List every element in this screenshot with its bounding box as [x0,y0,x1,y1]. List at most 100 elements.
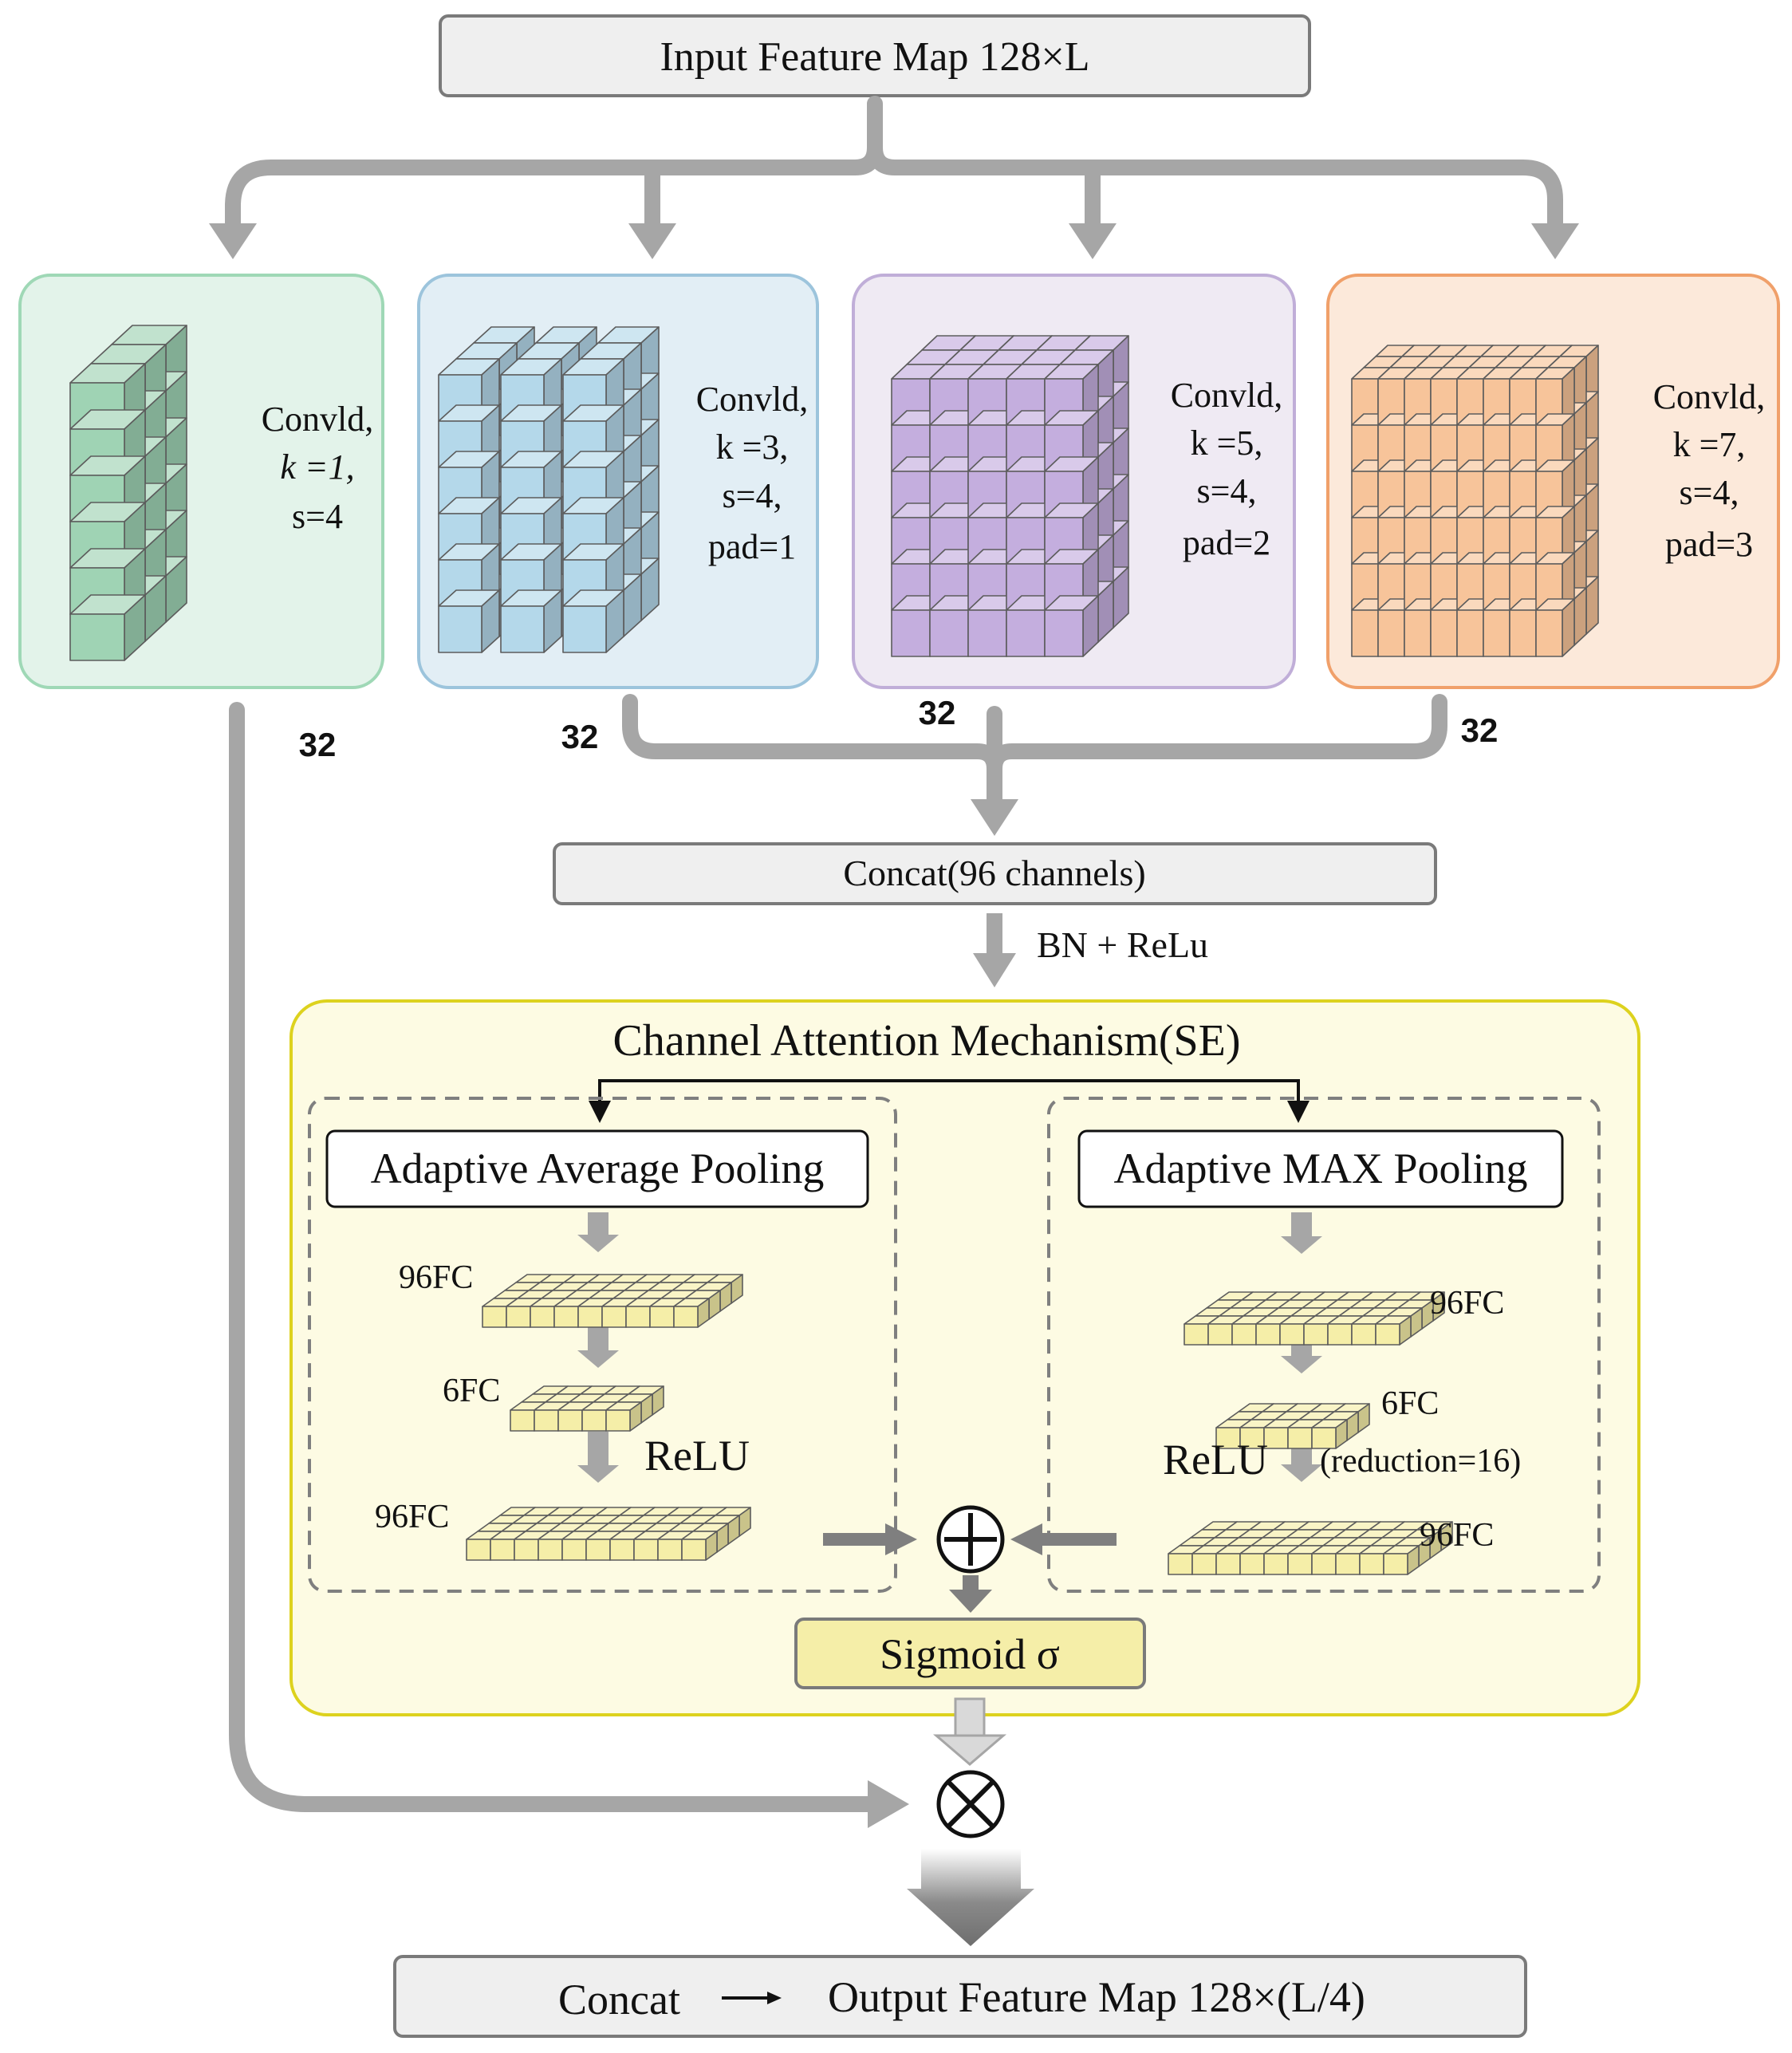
cube-front-face [466,1539,491,1561]
max-relu-label: ReLU [1163,1436,1268,1484]
cube-front-face [1184,1323,1209,1346]
channel-count-k7: 32 [1461,711,1499,749]
cube-front-face [1239,1553,1265,1575]
kernel-size-label: k =3, [716,428,789,467]
avg-flow-arrow-3 [577,1432,619,1483]
merge-arrows [622,694,1447,814]
cube-front-face [681,1539,707,1561]
cube-front-face [534,1409,559,1432]
kernel-size-label: k =7, [1673,425,1746,464]
kernel-cubes-k1 [69,325,187,661]
output-box: Concat Output Feature Map 128×(L/4) [393,1955,1527,2038]
avg-pool-panel [308,1097,897,1593]
output-big-arrow [907,1849,1034,1946]
stride-label: s=4, [1680,473,1739,512]
conv-label: Convld, [1653,377,1766,416]
cube-front-face [1404,609,1432,657]
avg-pool-box: Adaptive Average Pooling [325,1129,869,1208]
avg-flow-arrow-1 [577,1212,619,1252]
sigmoid-to-multiply-arrow [932,1697,1007,1766]
max-pool-box: Adaptive MAX Pooling [1077,1129,1564,1208]
cube-front-face [557,1409,583,1432]
branch-label-k1: Convld, k =1, s=4 [262,400,374,536]
arrow-head [1281,1464,1322,1482]
kernel-cube [1044,595,1099,657]
channel-count-k1: 32 [299,726,337,763]
channel-count-k3: 32 [561,718,599,755]
stride-label: s=4 [292,497,343,536]
cube-front-face [538,1539,563,1561]
cube-front-face [577,1306,603,1328]
cube-front-face [1535,609,1563,657]
padding-label: pad=2 [1183,523,1270,562]
cube-front-face [581,1409,607,1432]
kernel-cube [1311,1419,1348,1449]
cube-front-face [1359,1553,1384,1575]
cube-front-face [500,605,545,653]
avg-fc2-label: 6FC [443,1373,500,1409]
output-inline-arrow-head [767,1992,782,2004]
fc-layers [466,1274,1453,1575]
se-split-lines [598,1079,1300,1105]
cube-front-face [530,1306,555,1328]
cube-front-face [585,1539,611,1561]
cube-front-face [1509,609,1537,657]
cube-front-face [1255,1323,1281,1346]
arrow-shaft [588,1432,608,1465]
cube-front-face [1375,1323,1400,1346]
max-flow-arrow-1 [1281,1212,1322,1254]
avg-fc3-slab [466,1507,751,1561]
kernel-cube [438,589,500,653]
cube-front-face [1044,609,1084,657]
se-title: Channel Attention Mechanism(SE) [613,1016,1241,1066]
avg-fc1-label: 96FC [399,1259,473,1296]
sigmoid-label: Sigmoid σ [880,1630,1060,1678]
max-pool-label: Adaptive MAX Pooling [1114,1145,1528,1192]
kernel-size-label: k =5, [1191,424,1263,463]
kernel-cubes-k7 [1351,345,1599,657]
kernel-cubes-k3 [438,326,660,653]
max-fc2-slab [1215,1403,1370,1449]
cube-front-face [1335,1553,1361,1575]
cube-front-face [1377,609,1405,657]
max-pool-panel [1047,1097,1601,1593]
cube-front-face [1287,1427,1313,1449]
arrow-head [577,1350,619,1368]
bn-arrow-shaft [987,913,1002,957]
cube-front-face [510,1409,535,1432]
cube-front-face [673,1306,699,1328]
cube-front-face [649,1306,675,1328]
kernel-cube [681,1531,718,1561]
concat-box: Concat(96 channels) [553,842,1437,905]
cube-front-face [609,1539,635,1561]
skip-arrow-head [868,1780,909,1828]
cube-front-face [605,1409,631,1432]
input-feature-map-label: Input Feature Map 128×L [660,34,1089,80]
se-split-head-left [589,1101,611,1123]
kernel-cube [1535,506,1575,565]
kernel-size-label: k =1, [280,447,354,487]
sum-to-sigmoid-shaft [963,1575,979,1593]
cube-front-face [1351,609,1379,657]
cube-front-face [601,1306,627,1328]
cube-front-face [1191,1553,1217,1575]
cube-front-face [1263,1553,1289,1575]
max-fc1-slab [1184,1291,1445,1346]
cube-front-face [1311,1553,1337,1575]
kernel-cube [605,1401,642,1432]
cube-front-face [1311,1427,1337,1449]
kernel-cube [673,1298,710,1328]
branch-label-k3: Convld, k =3, s=4, pad=1 [696,380,809,566]
cube-front-face [506,1306,531,1328]
multiply-icon [936,1770,1005,1838]
cube-front-face [1351,1323,1376,1346]
sum-to-sigmoid-head [949,1590,992,1613]
avg-fc1-slab [482,1274,743,1328]
cube-front-face [553,1306,579,1328]
max-fc3-slab [1168,1521,1453,1575]
cube-front-face [1383,1553,1408,1575]
avg-fc2-slab [510,1385,664,1432]
stride-label: s=4, [1197,471,1257,510]
padding-label: pad=3 [1665,525,1753,564]
